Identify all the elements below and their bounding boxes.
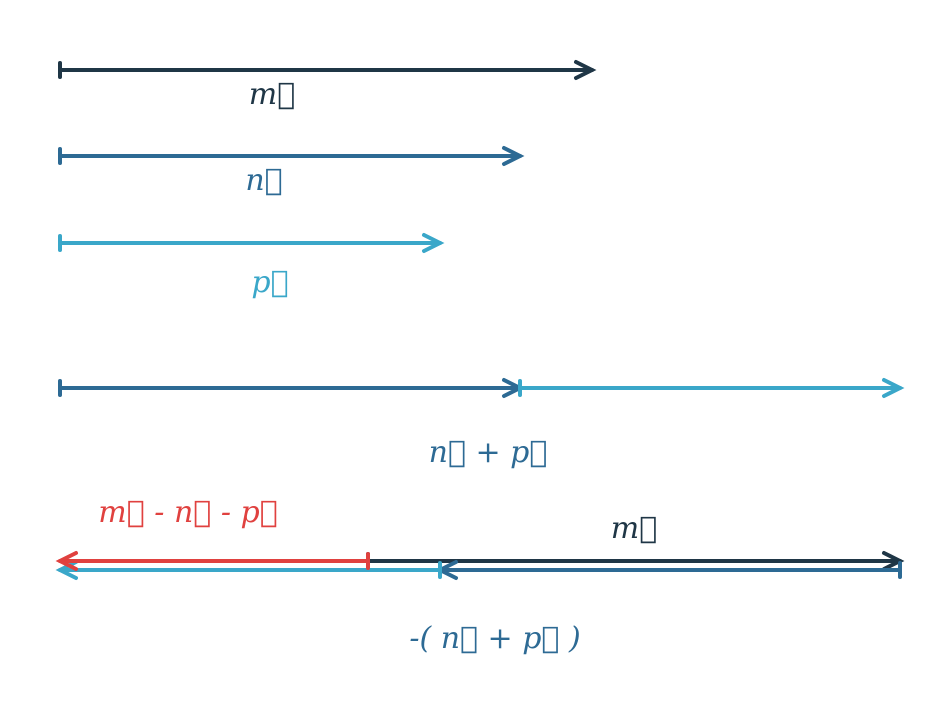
vector-m <box>58 60 597 80</box>
label-neg-n-plus-p: -( n⃗ + p⃗ ) <box>409 621 580 656</box>
vector-n <box>58 146 525 166</box>
vector-neg-n <box>435 560 902 580</box>
label-p: p⃗ <box>251 265 288 300</box>
label-n: n⃗ <box>245 163 282 198</box>
label-m-bottom: m⃗ <box>611 511 657 546</box>
vector-result <box>55 551 370 571</box>
vector-p-sum <box>518 378 905 398</box>
label-m-minus-n-minus-p: m⃗ - n⃗ - p⃗ <box>98 495 277 530</box>
label-m: m⃗ <box>249 77 295 112</box>
label-n-plus-p: n⃗ + p⃗ <box>429 435 548 470</box>
vector-neg-p <box>55 560 442 580</box>
vector-p <box>58 233 445 253</box>
vector-n-sum <box>58 378 525 398</box>
